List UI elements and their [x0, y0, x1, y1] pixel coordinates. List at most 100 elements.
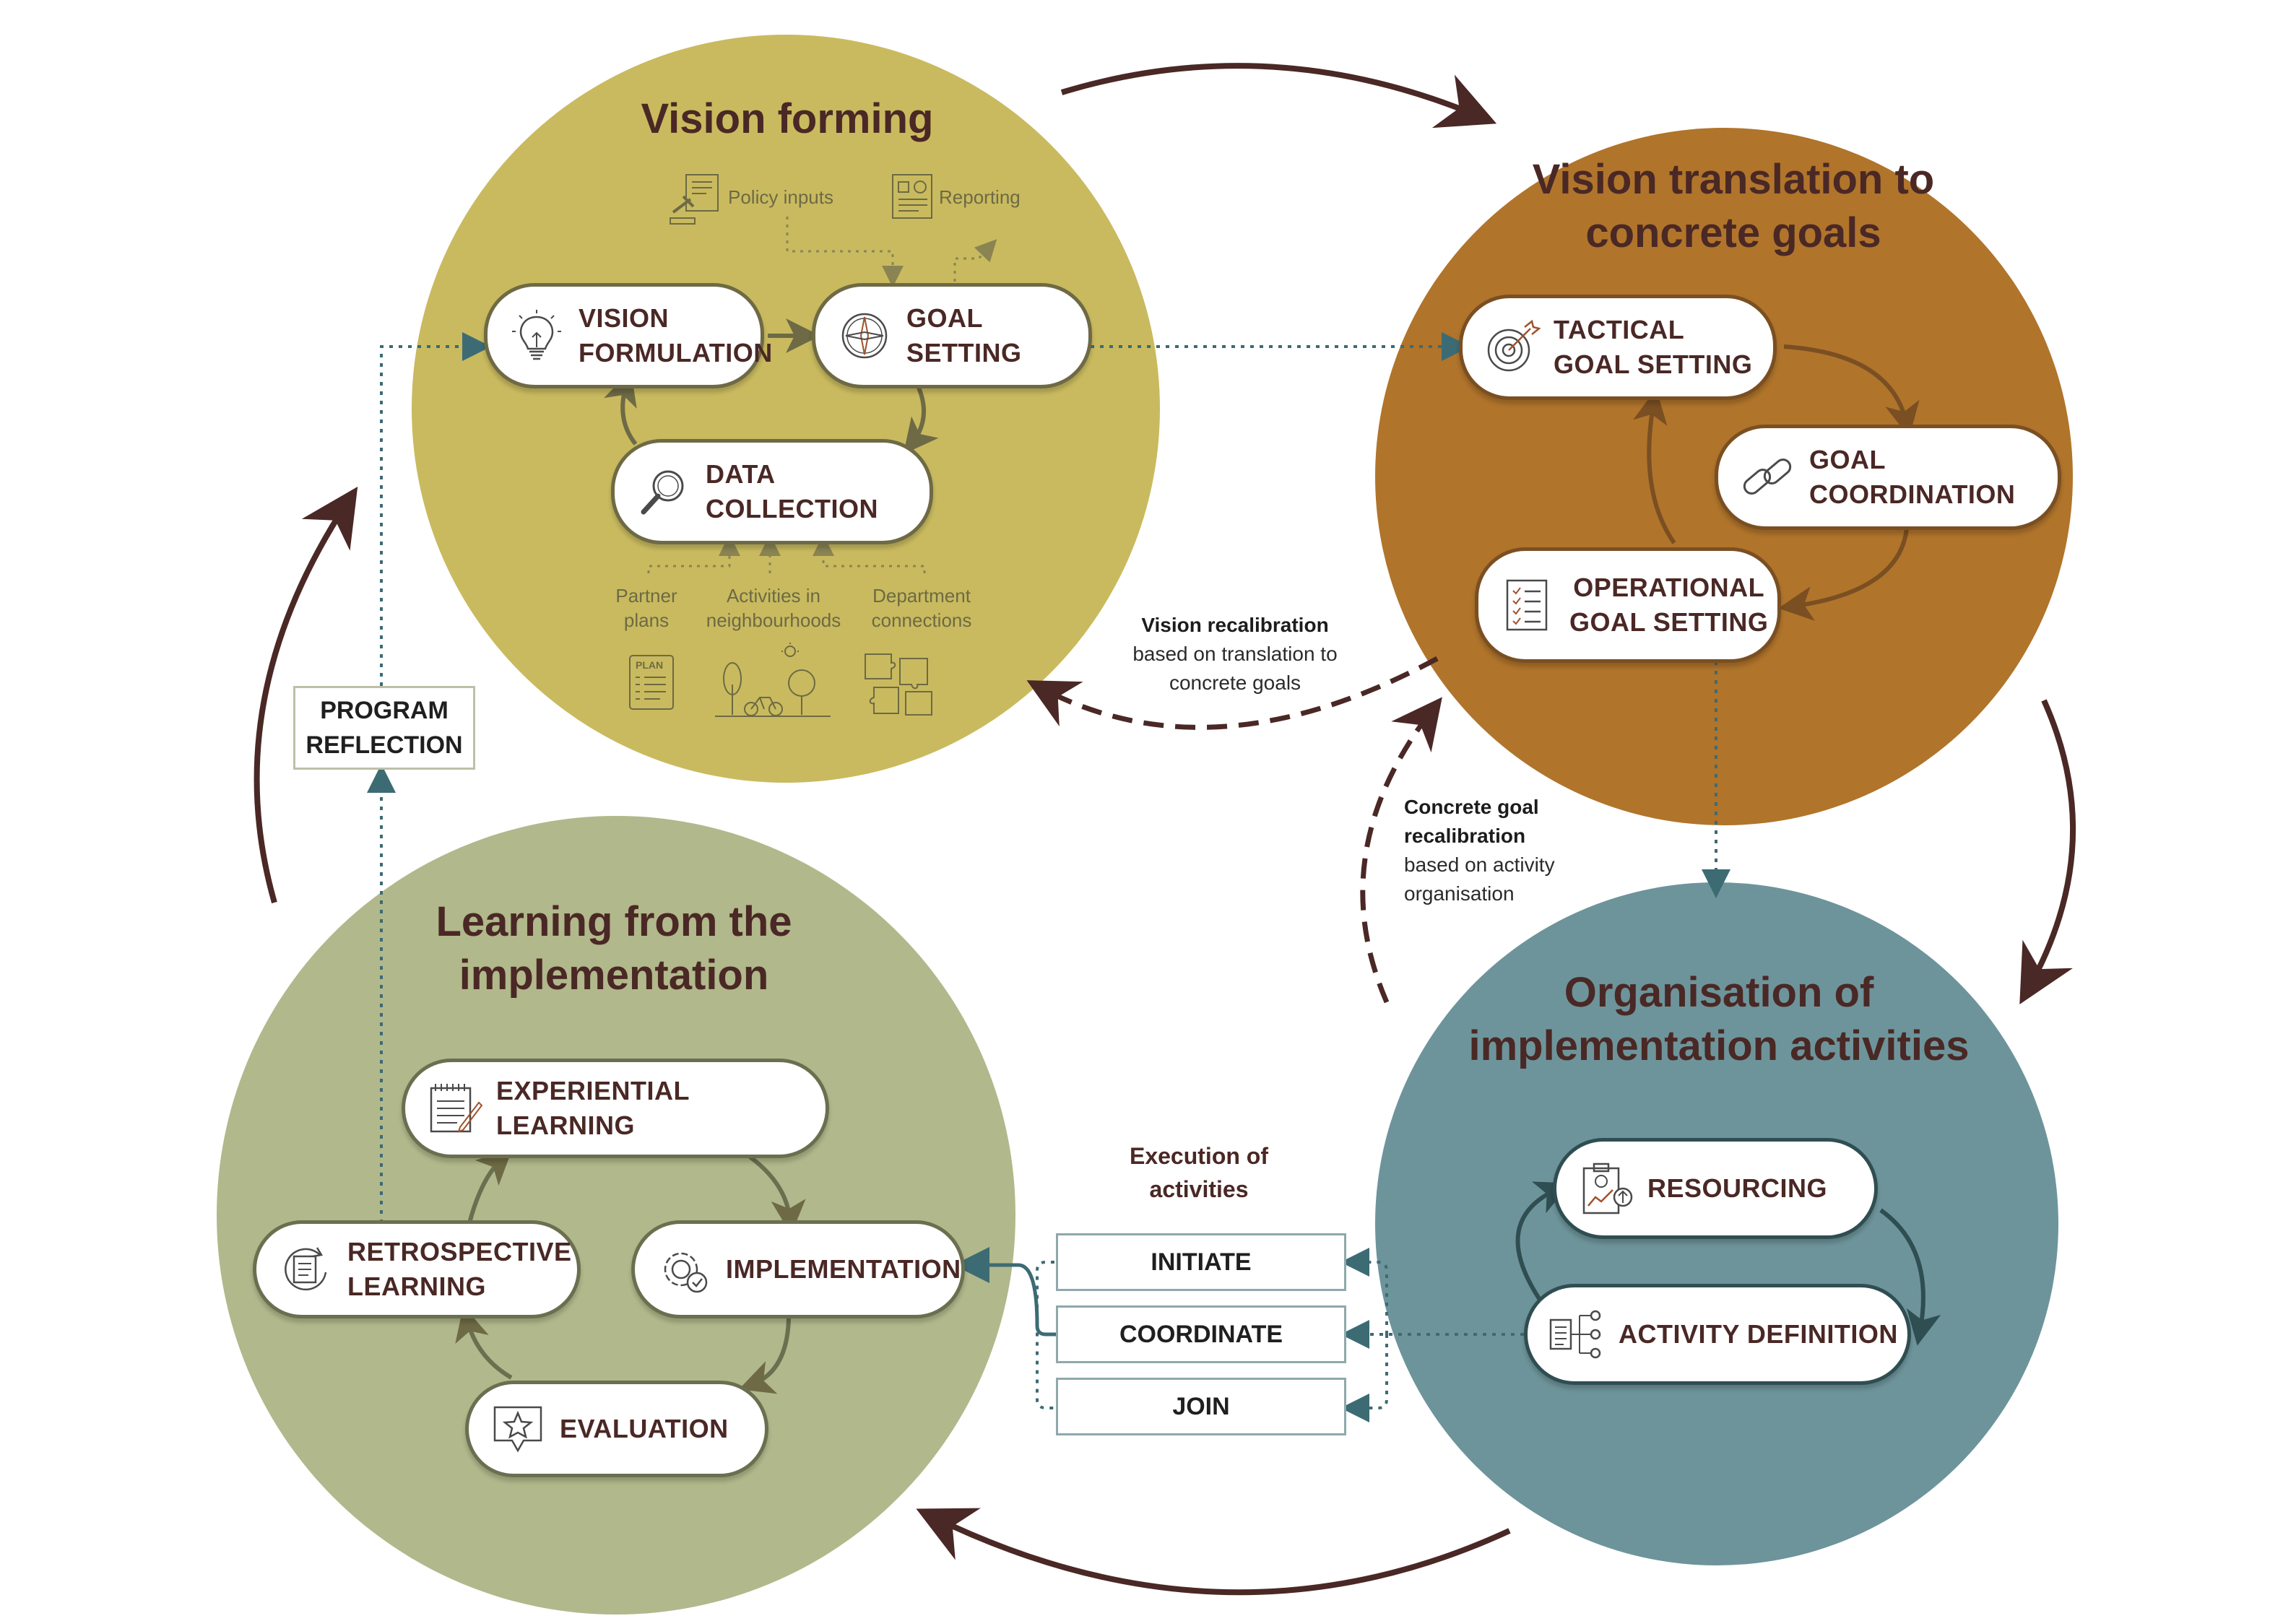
vision-translation-title-line2: concrete goals — [1585, 209, 1881, 256]
goal-recalibration-arrow — [1360, 697, 1442, 1004]
vision-translation-title-line1: Vision translation to — [1532, 156, 1935, 203]
checklist-icon — [1506, 579, 1548, 631]
reflection-to-vision-dotted — [380, 332, 491, 686]
neighbourhood-trees-bike-icon — [715, 643, 831, 717]
coordinate-box[interactable]: COORDINATE — [1056, 1305, 1346, 1363]
activities-neighbourhoods-text: Activities in neighbourhoods — [706, 585, 841, 631]
vision-recalibration-bold: Vision recalibration — [1141, 614, 1329, 636]
cycle-arrow-right — [2019, 699, 2076, 1004]
implementation-pill[interactable]: IMPLEMENTATION — [631, 1220, 965, 1318]
vision-forming-circle — [412, 35, 1160, 783]
policy-to-goal-dotted — [786, 217, 904, 287]
organisation-title-line1: Organisation of — [1564, 969, 1874, 1016]
evaluation-pill[interactable]: EVALUATION — [465, 1381, 768, 1477]
tactical-goal-setting-pill[interactable]: TACTICAL GOAL SETTING — [1459, 295, 1777, 400]
goal-to-reporting-dotted — [953, 239, 997, 282]
activity-definition-label: ACTIVITY DEFINITION — [1619, 1319, 1898, 1349]
arrow-retrospective-to-experiential — [467, 1149, 513, 1224]
reporting-document-icon — [892, 174, 932, 219]
activity-to-join-dotted — [1340, 1334, 1388, 1422]
clipboard-chart-icon — [1582, 1162, 1633, 1214]
vision-formulation-label: VISION FORMULATION — [579, 303, 773, 368]
retrospective-learning-pill[interactable]: RETROSPECTIVE LEARNING — [253, 1220, 581, 1318]
program-reflection-box: PROGRAM REFLECTION — [293, 686, 475, 770]
target-icon — [1487, 319, 1541, 372]
cycle-arrow-left — [254, 486, 358, 904]
vision-recalibration-line3: concrete goals — [1169, 672, 1301, 694]
arrow-data-to-vision — [604, 370, 638, 446]
initiate-box[interactable]: INITIATE — [1056, 1233, 1346, 1291]
reporting-text: Reporting — [939, 186, 1021, 208]
chain-link-icon — [1743, 459, 1792, 495]
execution-to-implementation-arrow — [953, 1247, 1056, 1337]
partner-to-data-dotted — [647, 534, 740, 573]
data-collection-pill[interactable]: DATA COLLECTION — [611, 439, 933, 544]
arrow-evaluation-to-retrospective — [455, 1305, 513, 1380]
compass-icon — [841, 313, 888, 359]
arrow-tactical-to-coordination — [1783, 344, 1920, 438]
goal-recalibration-line4: organisation — [1404, 882, 1515, 905]
arrow-goal-to-data — [903, 386, 939, 455]
puzzle-pieces-icon — [865, 653, 932, 716]
vision-translation-title: Vision translation to concrete goals — [1444, 153, 2022, 260]
organisation-title-line2: implementation activities — [1468, 1022, 1970, 1069]
execution-title: Execution of activities — [1129, 1143, 1268, 1202]
operational-goal-setting-label: OPERATIONAL GOAL SETTING — [1569, 573, 1769, 637]
vision-recalibration-note: Vision recalibration based on translatio… — [1098, 611, 1372, 697]
retrospective-learning-label: RETROSPECTIVE LEARNING — [347, 1237, 572, 1301]
vision-formulation-pill[interactable]: VISION FORMULATION — [484, 283, 772, 388]
hierarchy-list-icon — [1549, 1310, 1601, 1359]
goal-recalibration-line3: based on activity — [1404, 853, 1555, 876]
goal-coordination-pill[interactable]: GOAL COORDINATION — [1715, 425, 2061, 530]
arrow-coordination-to-operational — [1778, 528, 1909, 621]
arrow-experiential-to-implementation — [748, 1155, 806, 1235]
implementation-label: IMPLEMENTATION — [726, 1254, 961, 1284]
resourcing-pill[interactable]: RESOURCING — [1553, 1138, 1878, 1239]
vision-recalibration-line2: based on translation to — [1132, 643, 1338, 665]
notebook-pen-icon — [430, 1084, 483, 1133]
magnifier-icon — [641, 470, 684, 515]
arrow-implementation-to-evaluation — [739, 1318, 791, 1394]
execution-left-bracket-dotted — [1036, 1261, 1054, 1409]
learning-title-line2: implementation — [459, 952, 769, 999]
goal-recalibration-note: Concrete goal recalibration based on act… — [1404, 793, 1621, 908]
cycle-arrow-top — [1060, 63, 1497, 129]
vision-recalibration-arrow — [1026, 656, 1439, 730]
gear-check-icon — [664, 1252, 708, 1293]
policy-inputs-text: Policy inputs — [728, 186, 833, 208]
resourcing-label: RESOURCING — [1647, 1173, 1828, 1203]
evaluation-label: EVALUATION — [560, 1414, 729, 1443]
document-refresh-icon — [285, 1247, 327, 1291]
goal-recalibration-bold2: recalibration — [1404, 825, 1526, 847]
activity-to-initiate-dotted — [1340, 1248, 1388, 1334]
vision-forming-title: Vision forming — [641, 95, 934, 142]
data-collection-label: DATA COLLECTION — [706, 459, 878, 523]
cycle-arrow-bottom — [916, 1508, 1511, 1596]
tactical-goal-setting-label: TACTICAL GOAL SETTING — [1554, 315, 1753, 379]
plan-icon-text: PLAN — [636, 659, 663, 671]
organisation-title: Organisation of implementation activitie… — [1416, 966, 2022, 1073]
arrow-resourcing-to-activity — [1879, 1208, 1941, 1346]
policy-gavel-icon — [670, 174, 719, 225]
arrow-operational-to-tactical — [1633, 388, 1676, 544]
experiential-learning-pill[interactable]: EXPERIENTIAL LEARNING — [402, 1059, 829, 1158]
activity-definition-pill[interactable]: ACTIVITY DEFINITION — [1524, 1284, 1911, 1385]
lightbulb-icon — [512, 310, 561, 360]
partner-plans-text: Partner plans — [615, 585, 677, 631]
goal-setting-pill[interactable]: GOAL SETTING — [812, 283, 1092, 388]
goal-coordination-label: GOAL COORDINATION — [1809, 445, 2016, 509]
experiential-learning-label: EXPERIENTIAL LEARNING — [496, 1076, 690, 1140]
arrow-activity-to-resourcing — [1515, 1181, 1571, 1301]
department-connections-text: Department connections — [871, 585, 972, 631]
learning-circle — [217, 816, 1015, 1615]
plan-document-icon: PLAN — [629, 655, 674, 710]
goal-recalibration-bold1: Concrete goal — [1404, 796, 1539, 818]
operational-goal-setting-pill[interactable]: OPERATIONAL GOAL SETTING — [1475, 547, 1781, 663]
learning-title-line1: Learning from the — [436, 898, 792, 945]
star-bubble-icon — [493, 1406, 542, 1453]
goal-setting-label: GOAL SETTING — [906, 303, 1022, 368]
join-box[interactable]: JOIN — [1056, 1378, 1346, 1435]
learning-title: Learning from the implementation — [347, 895, 881, 1002]
